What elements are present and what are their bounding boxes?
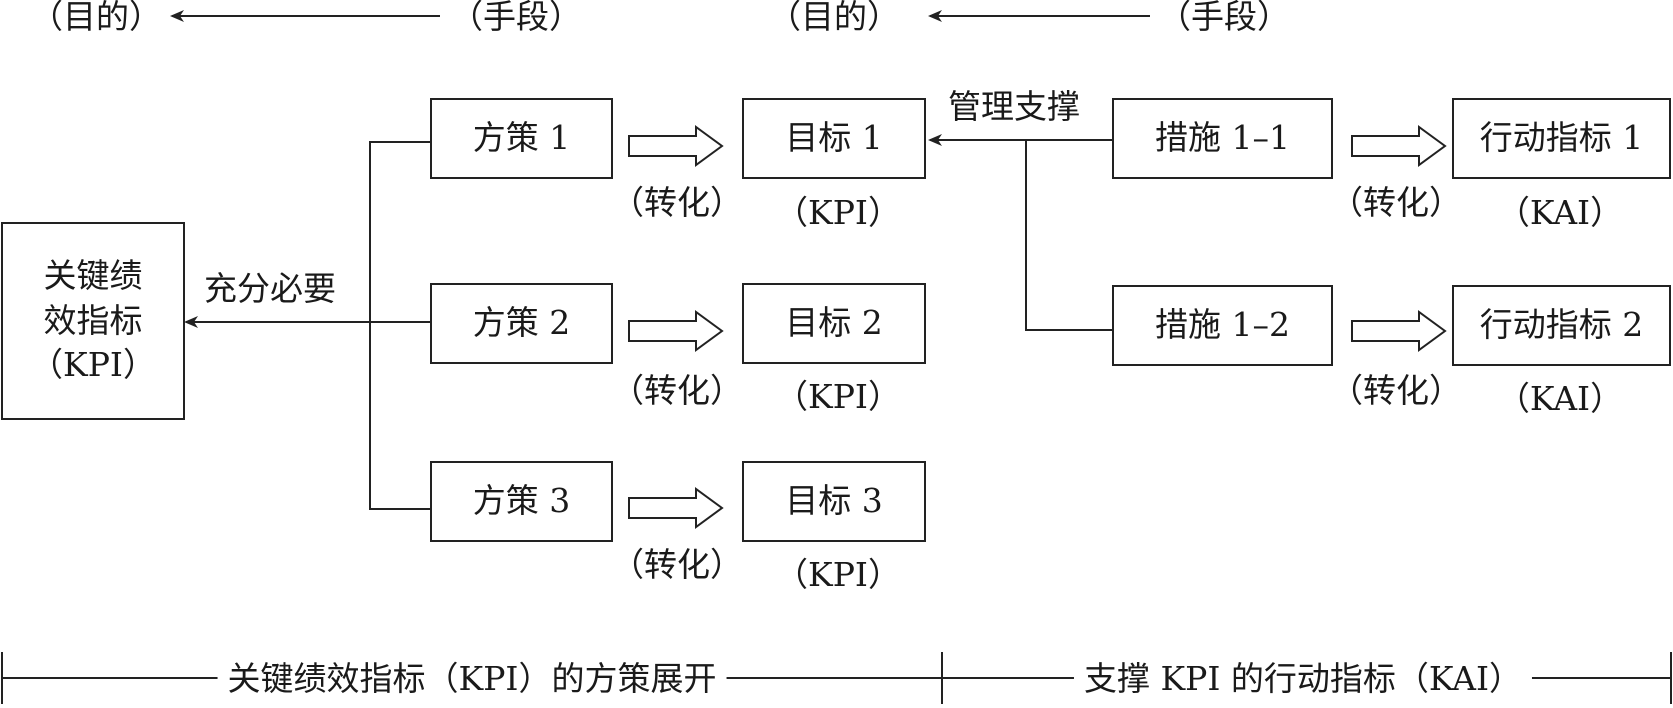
- header-means-label-left: （手段）: [450, 0, 582, 36]
- convert-arrow-1: [628, 125, 724, 167]
- header-means-label-right: （手段）: [1158, 0, 1290, 36]
- necessity-label: 充分必要: [204, 269, 336, 308]
- convert-arrow-5: [1351, 310, 1447, 352]
- kpi-root-box: 关键绩 效指标 （KPI）: [1, 222, 185, 420]
- convert-label-1: （转化）: [611, 183, 743, 222]
- convert-label-3: （转化）: [611, 545, 743, 584]
- kpi-tag-3: （KPI）: [775, 555, 901, 594]
- action-box-1: 行动指标 1: [1452, 98, 1671, 179]
- footer-label-left: 关键绩效指标（KPI）的方策展开: [217, 662, 727, 695]
- strategy-bracket: [369, 141, 430, 510]
- convert-arrow-3: [628, 487, 724, 529]
- kpi-tag-2: （KPI）: [775, 377, 901, 416]
- strategy-box-2: 方策 2: [430, 283, 613, 364]
- support-label: 管理支撑: [948, 87, 1080, 126]
- kpi-root-line3: （KPI）: [30, 345, 156, 385]
- convert-arrow-4: [1351, 125, 1447, 167]
- header-end-label-left: （目的）: [30, 0, 162, 36]
- strategy-box-1: 方策 1: [430, 98, 613, 179]
- convert-label-4: （转化）: [1330, 183, 1462, 222]
- target-box-1: 目标 1: [742, 98, 926, 179]
- footer-label-right: 支撑 KPI 的行动指标（KAI）: [1073, 662, 1533, 695]
- kpi-root-line2: 效指标: [43, 300, 143, 340]
- convert-label-2: （转化）: [611, 371, 743, 410]
- convert-arrow-2: [628, 310, 724, 352]
- strategy-box-3: 方策 3: [430, 461, 613, 542]
- header-end-label-right: （目的）: [768, 0, 900, 36]
- measure-box-1: 措施 1–1: [1112, 98, 1333, 179]
- convert-label-5: （转化）: [1330, 371, 1462, 410]
- kai-tag-2: （KAI）: [1496, 379, 1624, 418]
- action-box-2: 行动指标 2: [1452, 285, 1671, 366]
- kpi-root-line1: 关键绩: [43, 256, 143, 296]
- kai-tag-1: （KAI）: [1496, 193, 1624, 232]
- target-box-3: 目标 3: [742, 461, 926, 542]
- kpi-tag-1: （KPI）: [775, 193, 901, 232]
- target-box-2: 目标 2: [742, 283, 926, 364]
- measure-box-2: 措施 1–2: [1112, 285, 1333, 366]
- measure-bracket: [1025, 140, 1112, 331]
